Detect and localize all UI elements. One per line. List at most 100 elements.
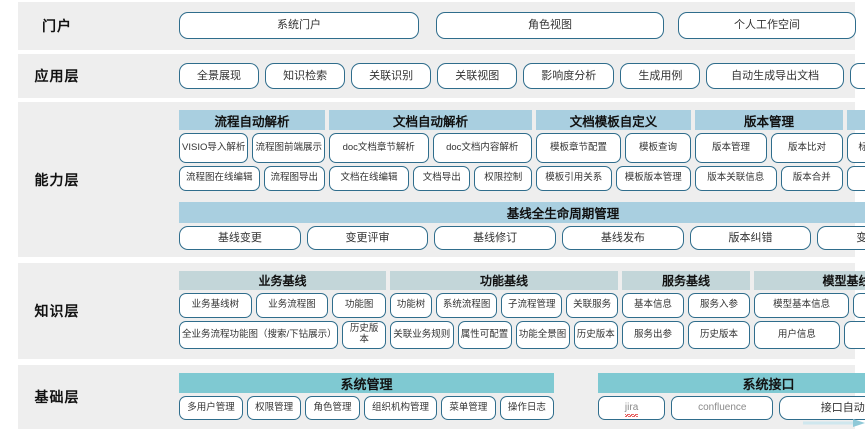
knowledge-group-1-row-0: 功能树 系统流程图 子流程管理 关联服务 — [390, 293, 618, 318]
capability-item[interactable]: 标签管理/自定义 — [847, 133, 865, 163]
capability-group-1: 文档自动解析 doc文档章节解析 doc文档内容解析 文档在线编辑 文档导出 权… — [329, 110, 533, 191]
capability-item[interactable]: 权限控制 — [474, 166, 533, 191]
foundation-item[interactable]: 多用户管理 — [179, 396, 243, 420]
jira-label: jira — [624, 402, 639, 417]
portal-item-1[interactable]: 角色视图 — [436, 12, 664, 39]
capability-group-2-row-1: 模板引用关系 模板版本管理 — [536, 166, 691, 191]
layer-body-foundation: 系统管理 多用户管理 权限管理 角色管理 组织机构管理 菜单管理 操作日志 系统… — [96, 365, 865, 429]
capability-item[interactable]: 文档导出 — [412, 166, 471, 191]
capability-item[interactable]: doc文档内容解析 — [432, 133, 532, 163]
knowledge-item[interactable]: 功能全景图 — [515, 321, 570, 349]
capability-group-2: 文档模板自定义 模板章节配置 模板查询 模板引用关系 模板版本管理 — [536, 110, 691, 191]
knowledge-item[interactable]: 模型基本信息 — [754, 293, 850, 318]
capability-group-0: 流程自动解析 VISIO导入解析 流程图前端展示 流程图在线编辑 流程图导出 — [179, 110, 326, 191]
capability-item[interactable]: VISIO导入解析 — [179, 133, 249, 163]
capability-item[interactable]: 模板引用关系 — [536, 166, 612, 191]
layer-application: 应用层 全景展现 知识检索 关联识别 关联视图 影响度分析 生成用例 自动生成导… — [18, 54, 865, 98]
foundation-item[interactable]: 菜单管理 — [441, 396, 496, 420]
knowledge-item[interactable]: 功能树 — [390, 293, 433, 318]
application-item-2[interactable]: 关联识别 — [351, 63, 432, 89]
foundation-item[interactable]: 组织机构管理 — [363, 396, 438, 420]
application-item-4[interactable]: 影响度分析 — [523, 63, 615, 89]
knowledge-item[interactable]: 基本信息 — [622, 293, 684, 318]
knowledge-item[interactable]: 业务流程图 — [255, 293, 329, 318]
portal-item-0[interactable]: 系统门户 — [179, 12, 419, 39]
foundation-item[interactable]: 权限管理 — [246, 396, 302, 420]
application-item-7[interactable]: 稳定性分析 — [849, 63, 865, 89]
knowledge-group-0-header: 业务基线 — [179, 271, 386, 290]
capability-item[interactable]: doc文档章节解析 — [329, 133, 429, 163]
knowledge-item[interactable]: 属性可配置 — [457, 321, 512, 349]
capability-item[interactable]: 产品管理 — [847, 166, 865, 191]
capability-item[interactable]: 模板查询 — [625, 133, 691, 163]
baseline-item[interactable]: 基线修订 — [434, 226, 557, 250]
foundation-group-1: 系统接口 jira confluence 接口自动化平台 — [598, 373, 865, 420]
knowledge-item[interactable]: 关联业务规则 — [390, 321, 454, 349]
knowledge-item[interactable]: 历史版本 — [688, 321, 750, 349]
application-item-3[interactable]: 关联视图 — [437, 63, 518, 89]
knowledge-item[interactable]: 历史版本 — [573, 321, 618, 349]
application-item-6[interactable]: 自动生成导出文档 — [706, 63, 844, 89]
knowledge-group-2-header: 服务基线 — [622, 271, 750, 290]
knowledge-item[interactable]: 关联服务 — [566, 293, 618, 318]
knowledge-item[interactable]: 服务出参 — [622, 321, 684, 349]
knowledge-item[interactable]: 历史版本 — [342, 321, 386, 349]
capability-item[interactable]: 流程图在线编辑 — [179, 166, 260, 191]
capability-item[interactable]: 流程图前端展示 — [252, 133, 326, 163]
decorative-arrow-icon — [803, 419, 865, 427]
capability-item[interactable]: 文档在线编辑 — [329, 166, 409, 191]
capability-group-4-row-0: 标签管理/自定义 — [847, 133, 865, 163]
capability-wide-group: 基线全生命周期管理 基线变更 变更评审 基线修订 基线发布 版本纠错 变更历史 — [179, 202, 865, 250]
knowledge-item[interactable]: 数据库信息 — [853, 293, 865, 318]
layer-label-portal: 门户 — [42, 18, 72, 34]
capability-item[interactable]: 模板版本管理 — [615, 166, 691, 191]
capability-item[interactable]: 版本合并 — [780, 166, 843, 191]
capability-item[interactable]: 流程图导出 — [263, 166, 325, 191]
baseline-item[interactable]: 变更评审 — [306, 226, 429, 250]
application-item-1[interactable]: 知识检索 — [265, 63, 346, 89]
knowledge-item[interactable]: 服务入参 — [688, 293, 750, 318]
knowledge-group-0: 业务基线 业务基线树 业务流程图 功能图 全业务流程功能图（搜索/下钻展示） 历… — [179, 271, 387, 349]
layer-knowledge: 知识层 业务基线 业务基线树 业务流程图 功能图 全业务流程功能图（搜索/下钻展… — [18, 263, 865, 359]
capability-group-1-header: 文档自动解析 — [329, 110, 532, 130]
capability-group-4: 全局配置 标签管理/自定义 产品管理 — [847, 110, 865, 191]
knowledge-item[interactable]: 全业务流程功能图（搜索/下钻展示） — [179, 321, 339, 349]
knowledge-group-0-row-1: 全业务流程功能图（搜索/下钻展示） 历史版本 — [179, 321, 386, 349]
baseline-item[interactable]: 基线发布 — [562, 226, 684, 250]
baseline-item[interactable]: 基线变更 — [179, 226, 301, 250]
layer-portal: 门户 系统门户 角色视图 个人工作空间 — [18, 2, 856, 50]
capability-group-2-header: 文档模板自定义 — [536, 110, 691, 130]
foundation-item[interactable]: 操作日志 — [499, 396, 555, 420]
layer-label-knowledge: 知识层 — [34, 303, 80, 319]
knowledge-item[interactable]: 业务基线树 — [179, 293, 252, 318]
knowledge-item[interactable]: 子流程管理 — [501, 293, 563, 318]
knowledge-item[interactable]: 表空间信息 — [843, 321, 865, 349]
application-item-0[interactable]: 全景展现 — [179, 63, 260, 89]
capability-item[interactable]: 模板章节配置 — [536, 133, 621, 163]
portal-item-2[interactable]: 个人工作空间 — [678, 12, 856, 39]
layer-label-foundation: 基础层 — [34, 389, 80, 405]
foundation-group-1-header: 系统接口 — [598, 373, 865, 393]
foundation-item[interactable]: 角色管理 — [305, 396, 360, 420]
knowledge-group-3: 模型基线 模型基本信息 数据库信息 用户信息 表空间信息 — [754, 271, 865, 349]
capability-item[interactable]: 版本关联信息 — [695, 166, 777, 191]
foundation-item-api-platform[interactable]: 接口自动化平台 — [779, 396, 865, 420]
foundation-group-0-row-0: 多用户管理 权限管理 角色管理 组织机构管理 菜单管理 操作日志 — [179, 396, 555, 420]
knowledge-item[interactable]: 用户信息 — [754, 321, 840, 349]
application-item-5[interactable]: 生成用例 — [620, 63, 701, 89]
baseline-item[interactable]: 版本纠错 — [689, 226, 812, 250]
capability-group-0-header: 流程自动解析 — [179, 110, 325, 130]
layer-body-capability: 流程自动解析 VISIO导入解析 流程图前端展示 流程图在线编辑 流程图导出 文… — [96, 102, 865, 257]
foundation-item-confluence[interactable]: confluence — [671, 396, 774, 420]
knowledge-item[interactable]: 功能图 — [332, 293, 387, 318]
capability-item[interactable]: 版本比对 — [771, 133, 843, 163]
application-items: 全景展现 知识检索 关联识别 关联视图 影响度分析 生成用例 自动生成导出文档 … — [179, 63, 865, 89]
foundation-group-0: 系统管理 多用户管理 权限管理 角色管理 组织机构管理 菜单管理 操作日志 — [179, 373, 555, 420]
capability-wide-group-row: 基线变更 变更评审 基线修订 基线发布 版本纠错 变更历史 — [179, 226, 865, 250]
confluence-label: confluence — [698, 402, 747, 414]
knowledge-item[interactable]: 系统流程图 — [436, 293, 498, 318]
capability-item[interactable]: 版本管理 — [695, 133, 767, 163]
foundation-item-jira[interactable]: jira — [598, 396, 666, 420]
baseline-item[interactable]: 变更历史 — [817, 226, 865, 250]
capability-group-4-row-1: 产品管理 — [847, 166, 865, 191]
